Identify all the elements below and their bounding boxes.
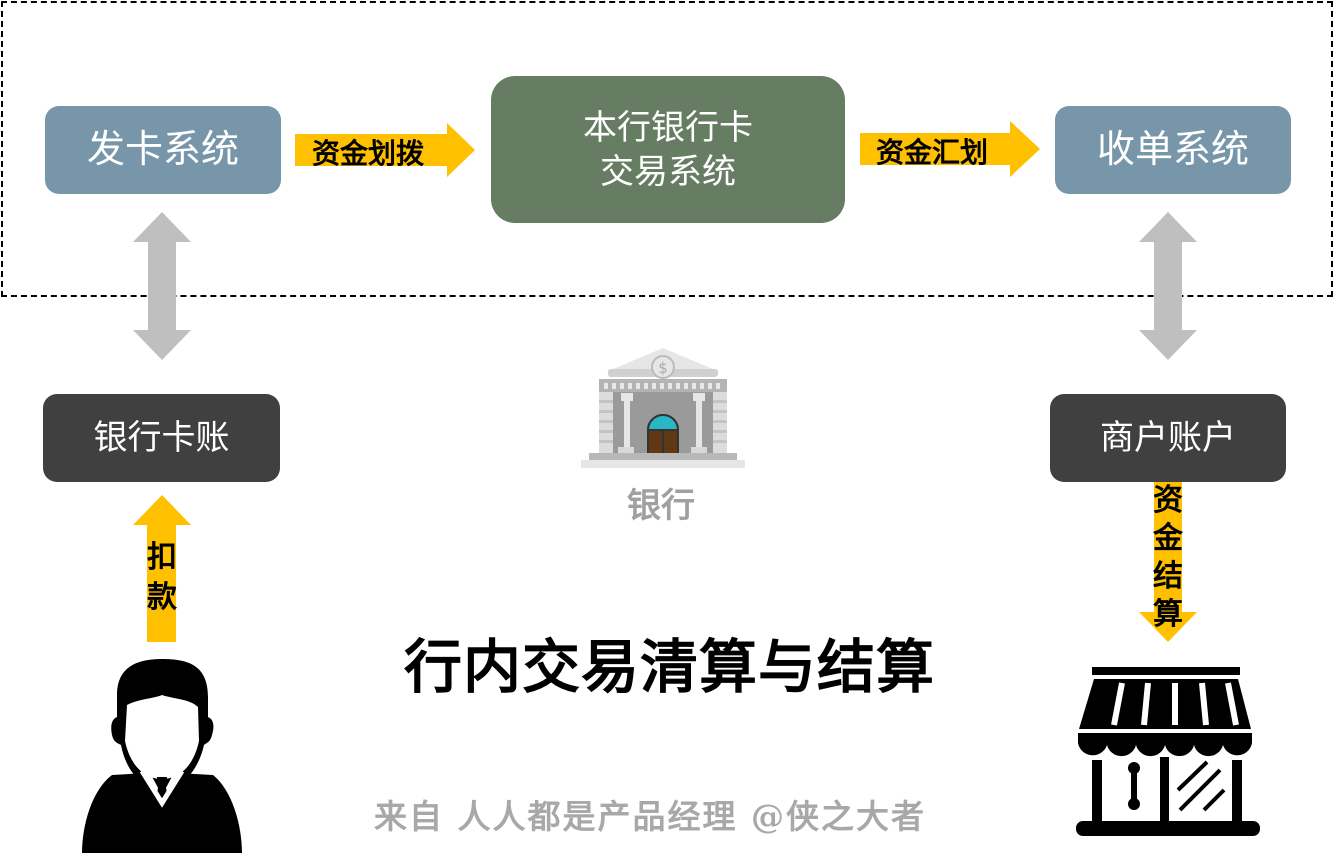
fund-transfer-label: 资金汇划 bbox=[876, 136, 989, 169]
core-system-label-line2: 交易系统 bbox=[600, 151, 736, 192]
person-icon bbox=[82, 659, 242, 853]
right-arrow-icon bbox=[860, 121, 1040, 177]
bank-label: 银行 bbox=[627, 486, 695, 526]
merchant-account-node: 商户账户 bbox=[1050, 394, 1286, 482]
fund-transfer-arrow: 资金汇划 bbox=[860, 121, 1044, 177]
debit-label: 扣 款 bbox=[142, 538, 182, 618]
bidirectional-arrow-left bbox=[133, 212, 191, 360]
credit-text: 来自 人人都是产品经理 @侠之大者 bbox=[374, 797, 926, 836]
settlement-label: 资 金 结 算 bbox=[1148, 482, 1188, 634]
settlement-down-arrow bbox=[1139, 482, 1197, 642]
core-transaction-system-node: 本行银行卡 交易系统 bbox=[491, 76, 845, 223]
settlement-char-3: 结 bbox=[1153, 559, 1183, 594]
issuer-system-label: 发卡系统 bbox=[86, 127, 239, 172]
core-system-label-line1: 本行银行卡 bbox=[583, 107, 753, 148]
bank-building-icon: $ bbox=[581, 348, 745, 468]
settlement-char-2: 金 bbox=[1153, 521, 1183, 556]
bank-system-boundary bbox=[1, 1, 1333, 297]
issuer-system-node: 发卡系统 bbox=[45, 106, 281, 194]
fund-allocation-arrow: 资金划拨 bbox=[295, 123, 477, 177]
merchant-account-label: 商户账户 bbox=[1100, 417, 1236, 458]
svg-text:$: $ bbox=[658, 359, 668, 377]
debit-up-arrow bbox=[133, 495, 191, 642]
bidirectional-arrow-right bbox=[1139, 212, 1197, 360]
fund-allocation-label: 资金划拨 bbox=[312, 137, 425, 170]
settlement-char-4: 算 bbox=[1153, 597, 1183, 632]
store-icon bbox=[1076, 667, 1260, 836]
diagram-title: 行内交易清算与结算 bbox=[404, 633, 936, 701]
card-account-node: 银行卡账 bbox=[43, 394, 280, 482]
settlement-char-1: 资 bbox=[1153, 483, 1183, 518]
right-arrow-icon bbox=[295, 123, 475, 177]
acquirer-system-node: 收单系统 bbox=[1055, 106, 1291, 194]
card-account-label: 银行卡账 bbox=[93, 417, 230, 458]
debit-char-2: 款 bbox=[147, 580, 177, 615]
acquirer-system-label: 收单系统 bbox=[1096, 127, 1249, 172]
debit-char-1: 扣 bbox=[147, 540, 177, 575]
